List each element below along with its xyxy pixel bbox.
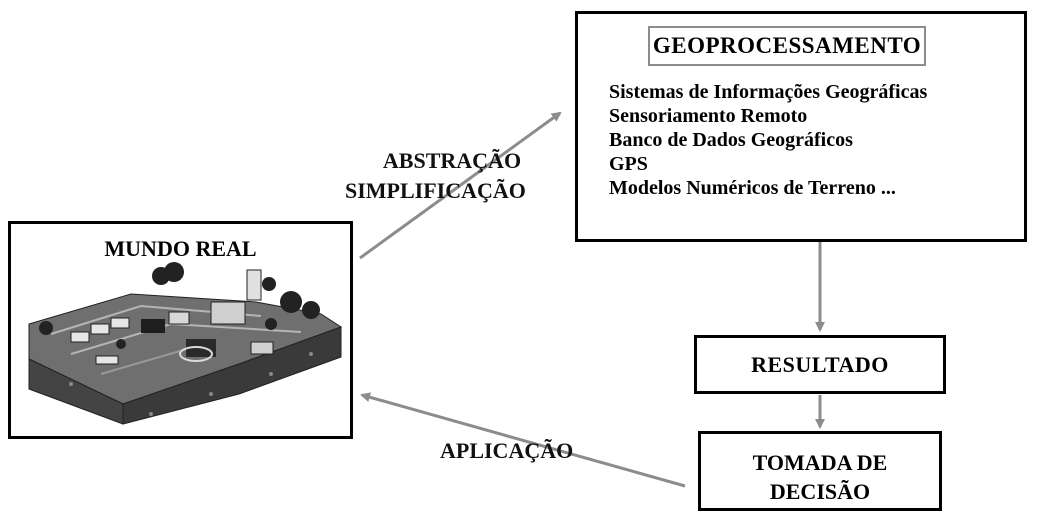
geoprocessamento-title: GEOPROCESSAMENTO bbox=[648, 26, 926, 66]
geoprocessamento-box: GEOPROCESSAMENTO Sistemas de Informações… bbox=[575, 11, 1027, 242]
terrain-block-illustration bbox=[28, 262, 343, 425]
list-item: Banco de Dados Geográficos bbox=[609, 129, 853, 151]
list-item: Modelos Numéricos de Terreno ... bbox=[609, 177, 896, 199]
arrow-aplicacao bbox=[360, 392, 686, 488]
arrow-abstracao bbox=[359, 111, 562, 260]
list-item: Sensoriamento Remoto bbox=[609, 105, 808, 127]
edge-label-abstracao: ABSTRAÇÃO bbox=[382, 148, 522, 173]
mundo-real-title: MUNDO REAL bbox=[104, 236, 257, 261]
edge-label-simplificacao: SIMPLIFICAÇÃO bbox=[345, 178, 526, 203]
list-item: Sistemas de Informações Geográficas bbox=[609, 81, 928, 103]
edge-label-aplicacao: APLICAÇÃO bbox=[440, 438, 574, 463]
resultado-label: RESULTADO bbox=[751, 352, 889, 377]
mundo-real-box: MUNDO REAL bbox=[8, 221, 353, 439]
tomada-de-decisao-box: TOMADA DE DECISÃO bbox=[698, 431, 942, 511]
list-item: GPS bbox=[609, 153, 648, 175]
resultado-box: RESULTADO bbox=[694, 335, 946, 394]
tomada-de-decisao-line2: DECISÃO bbox=[769, 479, 871, 504]
geoprocessamento-list: Sistemas de Informações Geográficas Sens… bbox=[609, 80, 927, 200]
tomada-de-decisao-line1: TOMADA DE bbox=[752, 450, 888, 475]
